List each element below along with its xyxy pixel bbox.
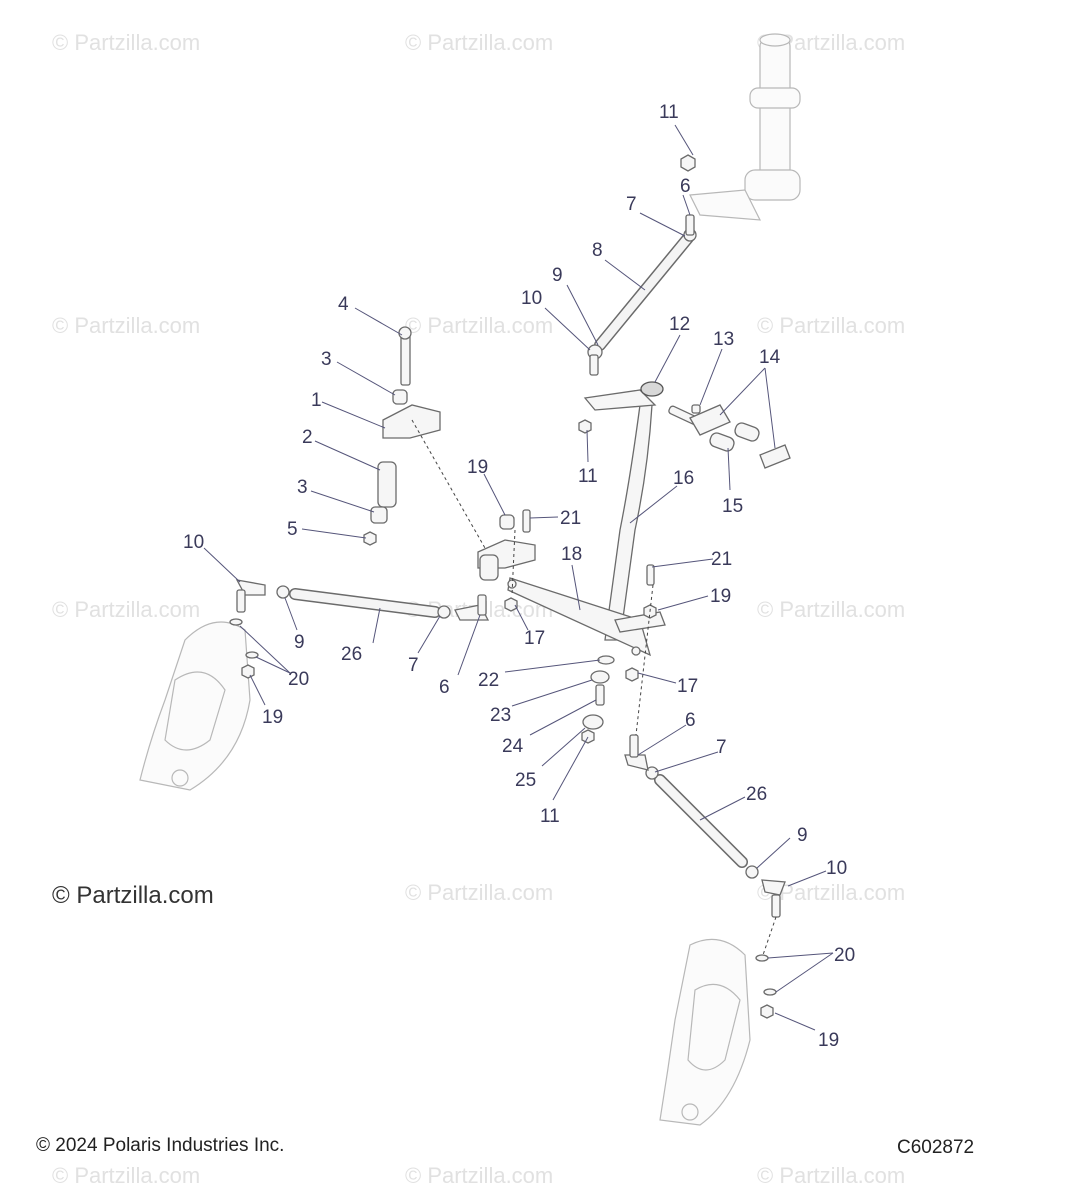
callout-9: 9: [294, 632, 305, 653]
callout-26: 26: [746, 784, 767, 805]
watermark: © Partzilla.com: [405, 1163, 553, 1188]
callout-4: 4: [338, 294, 349, 315]
callout-21: 21: [711, 549, 732, 570]
callout-5: 5: [287, 519, 298, 540]
watermark: © Partzilla.com: [52, 1163, 200, 1188]
callout-6: 6: [685, 710, 696, 731]
callout-3: 3: [321, 349, 332, 370]
callout-16: 16: [673, 468, 694, 489]
steering-parts: [229, 154, 791, 1019]
callout-12: 12: [669, 314, 690, 335]
callout-19: 19: [262, 707, 283, 728]
callout-7: 7: [408, 655, 419, 676]
callout-17: 17: [677, 676, 698, 697]
callout-11: 11: [578, 466, 598, 487]
callout-19: 19: [710, 586, 731, 607]
watermark: © Partzilla.com: [52, 313, 200, 338]
callout-19: 19: [818, 1030, 839, 1051]
callout-17: 17: [524, 628, 545, 649]
pivot-assembly: [363, 326, 441, 546]
watermark: © Partzilla.com: [405, 313, 553, 338]
callout-14: 14: [759, 347, 781, 368]
callout-10: 10: [183, 532, 204, 553]
upper-tie-rod: [587, 154, 697, 376]
watermark: © Partzilla.com: [405, 30, 553, 55]
callout-23: 23: [490, 705, 511, 726]
watermark-main: © Partzilla.com: [52, 882, 214, 909]
callout-24: 24: [502, 736, 524, 757]
callout-6: 6: [680, 176, 691, 197]
callout-11: 11: [540, 806, 560, 827]
callout-9: 9: [797, 825, 808, 846]
idler-bracket: [477, 509, 536, 581]
steering-bracket-right: [668, 404, 791, 469]
callout-2: 2: [302, 427, 313, 448]
watermark: © Partzilla.com: [52, 30, 200, 55]
callout-8: 8: [592, 240, 603, 261]
leader-lines: [203, 124, 834, 1031]
steering-column-ghost: [689, 33, 801, 221]
callout-7: 7: [716, 737, 727, 758]
callout-6: 6: [439, 677, 450, 698]
diagram-code: C602872: [897, 1137, 975, 1158]
callout-15: 15: [722, 496, 743, 517]
watermark: © Partzilla.com: [757, 313, 905, 338]
callout-9: 9: [552, 265, 563, 286]
callout-1: 1: [311, 390, 322, 411]
watermark: © Partzilla.com: [405, 880, 553, 905]
callout-10: 10: [521, 288, 542, 309]
callout-20: 20: [834, 945, 855, 966]
callout-26: 26: [341, 644, 362, 665]
callout-20: 20: [288, 669, 309, 690]
callout-25: 25: [515, 770, 536, 791]
right-knuckle-ghost: [659, 938, 751, 1126]
callout-21: 21: [560, 508, 581, 529]
watermark: © Partzilla.com: [757, 597, 905, 622]
watermark: © Partzilla.com: [757, 1163, 905, 1188]
callout-18: 18: [561, 544, 582, 565]
steering-shaft: [507, 381, 666, 657]
callout-10: 10: [826, 858, 847, 879]
watermark: © Partzilla.com: [52, 597, 200, 622]
callout-22: 22: [478, 670, 499, 691]
callout-7: 7: [626, 194, 637, 215]
copyright-notice: © 2024 Polaris Industries Inc.: [36, 1135, 285, 1156]
right-tie-rod: [624, 734, 786, 1019]
left-knuckle-ghost: [139, 621, 251, 791]
callout-13: 13: [713, 329, 734, 350]
callout-19: 19: [467, 457, 488, 478]
callout-11: 11: [659, 102, 679, 123]
callout-3: 3: [297, 477, 308, 498]
assembly-lines: [411, 419, 777, 956]
callout-labels: 11 6 7 8 9 10 12 13 14 15 11 16 4 3 1 2 …: [183, 102, 855, 1051]
